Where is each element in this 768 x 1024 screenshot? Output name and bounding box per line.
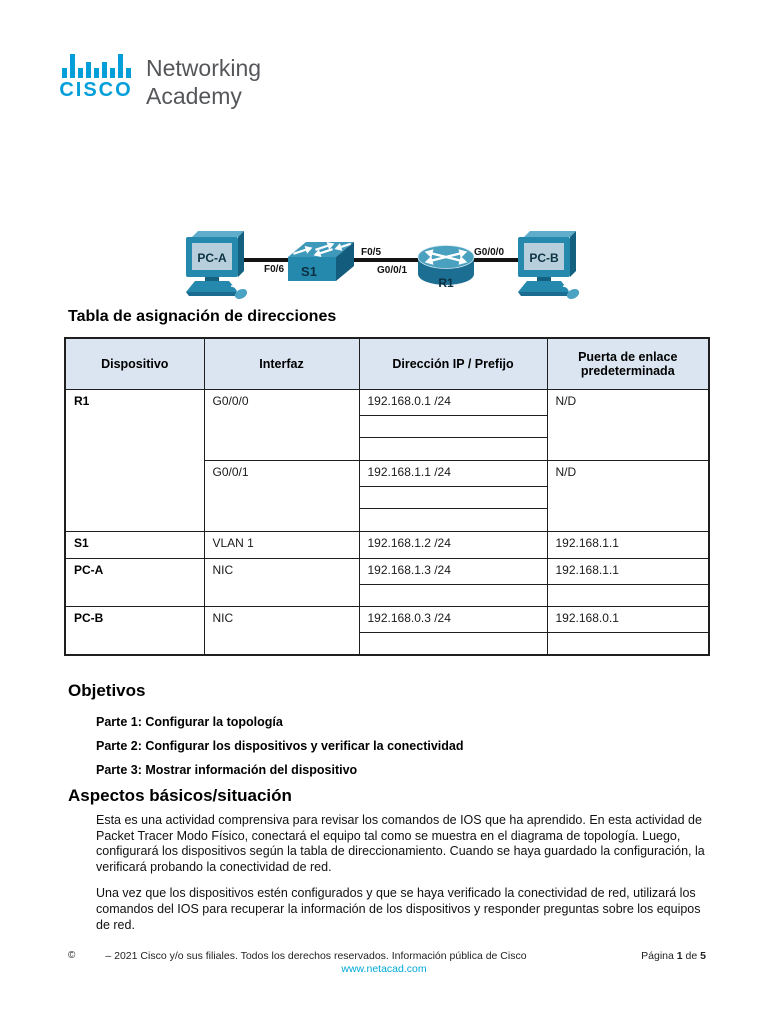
table-header-row: Dispositivo Interfaz Dirección IP / Pref… (64, 337, 710, 390)
port-label-g001: G0/0/1 (377, 265, 408, 276)
cell-blank (358, 437, 548, 461)
cell-pcb-gw: 192.168.0.1 (546, 606, 710, 633)
cell-blank (546, 632, 710, 655)
cell-r1-iface1: G0/0/0 (203, 389, 360, 461)
table-row (65, 632, 710, 655)
pc-b-label: PC-B (529, 251, 559, 265)
pc-icon: PC-A (186, 231, 248, 300)
table-row: R1 G0/0/0 192.168.0.1 /24 N/D (64, 389, 710, 532)
cell-r1-gw2: N/D (546, 460, 710, 532)
copyright-icon: © (68, 950, 76, 961)
cell-pca-iface: NIC (203, 558, 360, 607)
cell-blank (358, 508, 548, 532)
cell-pcb-ip: 192.168.0.3 /24 (358, 606, 548, 633)
table-row: PC-A NIC 192.168.1.3 /24 192.168.1.1 (64, 558, 710, 607)
col-header-ip: Dirección IP / Prefijo (358, 337, 548, 390)
background-paragraph: Una vez que los dispositivos estén confi… (96, 886, 701, 932)
cell-blank (358, 632, 548, 655)
table-row: PC-B NIC 192.168.0.3 /24 192.168.0.1 (64, 606, 710, 655)
cable-pca-s1 (232, 258, 290, 262)
port-label-g000: G0/0/0 (474, 247, 505, 258)
r1-device: R1 (416, 235, 476, 298)
cell-pca-ip: 192.168.1.3 /24 (358, 558, 548, 585)
cable-s1-r1 (354, 258, 420, 262)
cell-pcb-iface: NIC (203, 606, 360, 655)
page-of-label: de (685, 950, 698, 962)
addressing-table: Dispositivo Interfaz Dirección IP / Pref… (64, 337, 710, 656)
cell-blank (358, 486, 548, 509)
networking-academy-text: Networking Academy (146, 54, 261, 110)
col-header-gateway: Puerta de enlace predeterminada (546, 337, 710, 390)
cell-blank (358, 584, 548, 607)
page-total: 5 (700, 950, 706, 962)
objective-item: Parte 2: Configurar los dispositivos y v… (96, 739, 464, 753)
cell-r1-iface2: G0/0/1 (203, 460, 360, 532)
cell-s1-ip: 192.168.1.2 /24 (358, 531, 548, 559)
objective-item: Parte 1: Configurar la topología (96, 715, 283, 729)
col-header-interface: Interfaz (203, 337, 360, 390)
footer-copyright: – 2021 Cisco y/o sus filiales. Todos los… (105, 950, 527, 962)
addressing-table-title: Tabla de asignación de direcciones (68, 308, 337, 325)
logo-line2: Academy (146, 83, 242, 109)
cisco-networking-academy-logo: CISCO Networking Academy (56, 52, 261, 110)
cisco-bars-icon (56, 52, 136, 78)
background-title: Aspectos básicos/situación (68, 786, 292, 805)
pc-b-device: PC-B (516, 230, 582, 307)
objective-item: Parte 3: Mostrar información del disposi… (96, 763, 358, 777)
page-number: 1 (676, 950, 683, 962)
cell-r1-device: R1 (64, 389, 205, 532)
cisco-wordmark: CISCO (59, 79, 133, 101)
objectives-list: Parte 1: Configurar la topología Parte 2… (96, 710, 463, 782)
s1-label: S1 (301, 264, 317, 279)
table-row: S1 VLAN 1 192.168.1.2 /24 192.168.1.1 (64, 531, 710, 559)
cisco-logo: CISCO (56, 52, 136, 110)
background-section: Esta es una actividad comprensiva para r… (96, 813, 714, 944)
table-row (65, 508, 709, 532)
cell-r1-gw1: N/D (546, 389, 710, 461)
cell-blank (546, 584, 710, 607)
cell-pca-gw: 192.168.1.1 (546, 558, 710, 585)
cell-r1-ip1: 192.168.0.1 /24 (358, 389, 548, 416)
page-label: Página (641, 950, 674, 962)
table-row: G0/0/1 192.168.1.1 /24 N/D (65, 460, 710, 532)
page-indicator: Página 1 de 5 (641, 950, 706, 962)
cell-blank (358, 415, 548, 438)
cell-s1-gw: 192.168.1.1 (546, 531, 710, 559)
table-row (65, 584, 710, 607)
cell-s1-iface: VLAN 1 (203, 531, 360, 559)
footer: © – 2021 Cisco y/o sus filiales. Todos l… (68, 950, 706, 962)
cell-s1-device: S1 (64, 531, 205, 559)
pc-a-device: PC-A (184, 230, 250, 307)
cell-pca-device: PC-A (64, 558, 205, 607)
objectives-title: Objetivos (68, 681, 146, 700)
s1-device: S1 (286, 237, 358, 290)
cell-pcb-device: PC-B (64, 606, 205, 655)
netacad-link[interactable]: www.netacad.com (341, 963, 427, 975)
col-header-device: Dispositivo (64, 337, 205, 390)
background-paragraph: Esta es una actividad comprensiva para r… (96, 813, 705, 874)
switch-icon: S1 (288, 241, 354, 281)
topology-diagram: PC-A S1 (180, 225, 600, 309)
port-label-f05: F0/5 (361, 247, 382, 258)
cell-r1-ip2: 192.168.1.1 /24 (358, 460, 548, 487)
logo-line1: Networking (146, 55, 262, 81)
pc-icon: PC-B (518, 231, 580, 300)
netacad-link-wrap: www.netacad.com (0, 963, 768, 975)
pc-a-label: PC-A (197, 251, 227, 265)
cable-r1-pcb (470, 258, 522, 262)
router-icon: R1 (417, 245, 475, 290)
port-label-f06: F0/6 (264, 264, 285, 275)
r1-label: R1 (438, 276, 454, 290)
